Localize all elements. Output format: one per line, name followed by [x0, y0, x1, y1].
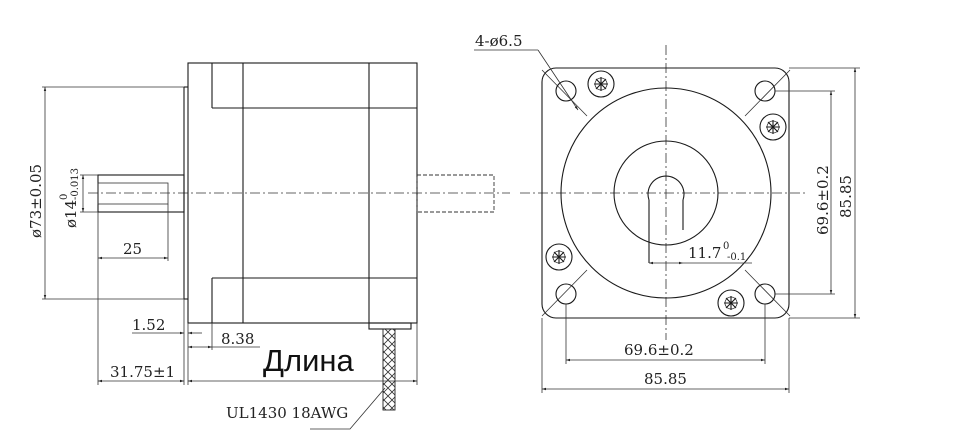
pilot-circle [560, 87, 772, 299]
svg-text:11.7: 11.7 [688, 244, 721, 262]
flange-diameter-label: ø73±0.05 [27, 164, 45, 238]
screw-icon [759, 113, 787, 141]
screw-icon [587, 70, 615, 98]
screws [545, 70, 787, 317]
hole-spacing-horizontal-label: 69.6±0.2 [624, 341, 694, 359]
mount-hole [555, 80, 577, 102]
body-size-horizontal-label: 85.85 [644, 370, 687, 388]
length-label: Длина [263, 343, 355, 378]
screw-icon [717, 289, 745, 317]
wire-label: UL1430 18AWG [226, 404, 348, 422]
shaft-diameter-label: ø14 0 -0.013 [59, 168, 81, 228]
flat-width-label: 11.7 0 -0.1 [688, 241, 746, 263]
mount-hole [555, 283, 577, 305]
svg-text:-0.013: -0.013 [70, 168, 81, 200]
side-view: ø73±0.05 ø14 0 -0.013 25 1.52 8.38 Длина… [27, 62, 510, 430]
pilot-depth-label: 8.38 [221, 330, 254, 348]
mount-hole [754, 80, 776, 102]
shaft-end [647, 175, 685, 263]
svg-text:-0.1: -0.1 [727, 252, 746, 263]
rear-shaft [416, 174, 495, 213]
mounting-face [541, 67, 790, 319]
flange-thickness-label: 1.52 [132, 316, 165, 334]
svg-text:ø14: ø14 [62, 200, 80, 228]
svg-text:0: 0 [59, 194, 70, 200]
wire-bundle [382, 328, 396, 411]
mount-hole [754, 283, 776, 305]
shaft-extension-label: 31.75±1 [110, 363, 175, 381]
hole-spacing-vertical-label: 69.6±0.2 [814, 165, 832, 235]
body-size-vertical-label: 85.85 [837, 175, 855, 218]
shaft-flat [97, 182, 169, 205]
shaft [97, 174, 185, 213]
hole-callout: 4-ø6.5 [475, 32, 523, 50]
shaft-length-label: 25 [123, 240, 142, 258]
svg-text:0: 0 [723, 241, 729, 252]
mount-holes [555, 80, 776, 305]
screw-icon [545, 243, 573, 271]
front-view: 4-ø6.5 11.7 0 -0.1 69.6±0.2 85.85 69.6±0… [474, 32, 860, 393]
